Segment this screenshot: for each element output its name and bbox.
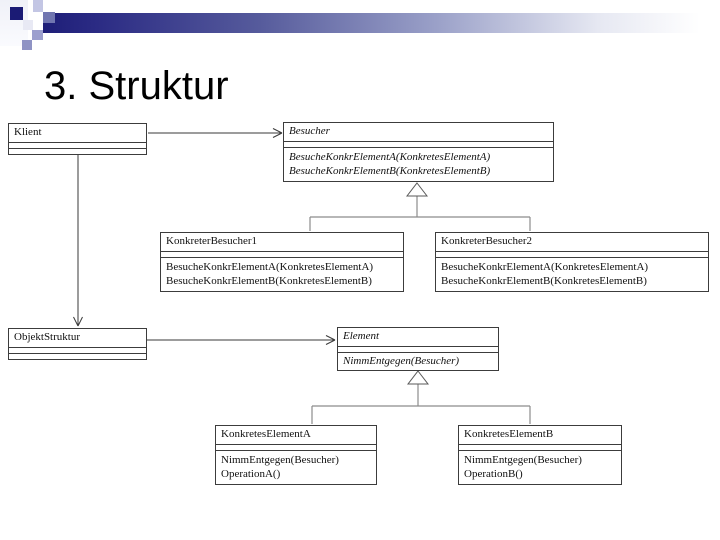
empty-attributes-compartment [459,444,621,450]
class-box-konkreteselementa: KonkretesElementA NimmEntgegen(Besucher)… [215,425,377,485]
empty-operations-compartment [9,353,146,359]
class-box-konkreterbesucher2: KonkreterBesucher2 BesucheKonkrElementA(… [435,232,709,292]
slide-title: 3. Struktur [44,64,229,108]
empty-attributes-compartment [436,251,708,257]
operation: BesucheKonkrElementB(KonkretesElementB) [166,275,372,287]
class-box-besucher: Besucher BesucheKonkrElementA(KonkretesE… [283,122,554,182]
operations-compartment: BesucheKonkrElementA(KonkretesElementA) … [284,147,553,181]
class-box-element: Element NimmEntgegen(Besucher) [337,327,499,371]
class-name: KonkreterBesucher2 [441,235,533,247]
empty-attributes-compartment [338,346,498,352]
class-name: Besucher [289,125,330,137]
operation: BesucheKonkrElementB(KonkretesElementB) [289,165,491,177]
decor-square [10,7,23,20]
operation: OperationA() [221,468,281,480]
operations-compartment: NimmEntgegen(Besucher) [338,352,498,370]
decor-square [33,0,43,12]
inheritance-triangle-besucher [405,182,429,197]
header-gradient-bar [43,13,720,33]
class-name: KonkretesElementB [464,428,554,440]
decor-square [32,30,43,40]
operation: BesucheKonkrElementB(KonkretesElementB) [441,275,647,287]
operation: OperationB() [464,468,523,480]
class-name: KonkreterBesucher1 [166,235,258,247]
inheritance-tree-besucher [309,196,531,231]
decor-square [43,12,55,23]
empty-attributes-compartment [9,142,146,148]
class-name: Element [343,330,380,342]
inheritance-triangle-element [406,370,430,385]
decor-square [23,20,33,30]
operations-compartment: BesucheKonkrElementA(KonkretesElementA) … [161,257,403,291]
operation: BesucheKonkrElementA(KonkretesElementA) [289,151,491,163]
operation: BesucheKonkrElementA(KonkretesElementA) [441,261,649,273]
class-box-konkreteselementb: KonkretesElementB NimmEntgegen(Besucher)… [458,425,622,485]
operations-compartment: BesucheKonkrElementA(KonkretesElementA) … [436,257,708,291]
class-name: Klient [14,126,42,138]
class-name: KonkretesElementA [221,428,311,440]
decor-square [22,40,32,50]
empty-attributes-compartment [161,251,403,257]
operations-compartment: NimmEntgegen(Besucher) OperationB() [459,450,621,484]
operation: NimmEntgegen(Besucher) [343,355,460,367]
empty-attributes-compartment [9,347,146,353]
arrow-objektstruktur-element [147,335,336,345]
arrow-klient-objektstruktur [73,153,83,327]
inheritance-tree-element [311,384,531,424]
empty-attributes-compartment [284,141,553,147]
class-box-klient: Klient [8,123,147,155]
class-name: ObjektStruktur [14,331,80,343]
operation: BesucheKonkrElementA(KonkretesElementA) [166,261,374,273]
operation: NimmEntgegen(Besucher) [464,454,582,466]
empty-attributes-compartment [216,444,376,450]
class-box-konkreterbesucher1: KonkreterBesucher1 BesucheKonkrElementA(… [160,232,404,292]
empty-operations-compartment [9,148,146,154]
operations-compartment: NimmEntgegen(Besucher) OperationA() [216,450,376,484]
operation: NimmEntgegen(Besucher) [221,454,339,466]
arrow-klient-besucher [148,128,283,138]
class-box-objektstruktur: ObjektStruktur [8,328,147,360]
